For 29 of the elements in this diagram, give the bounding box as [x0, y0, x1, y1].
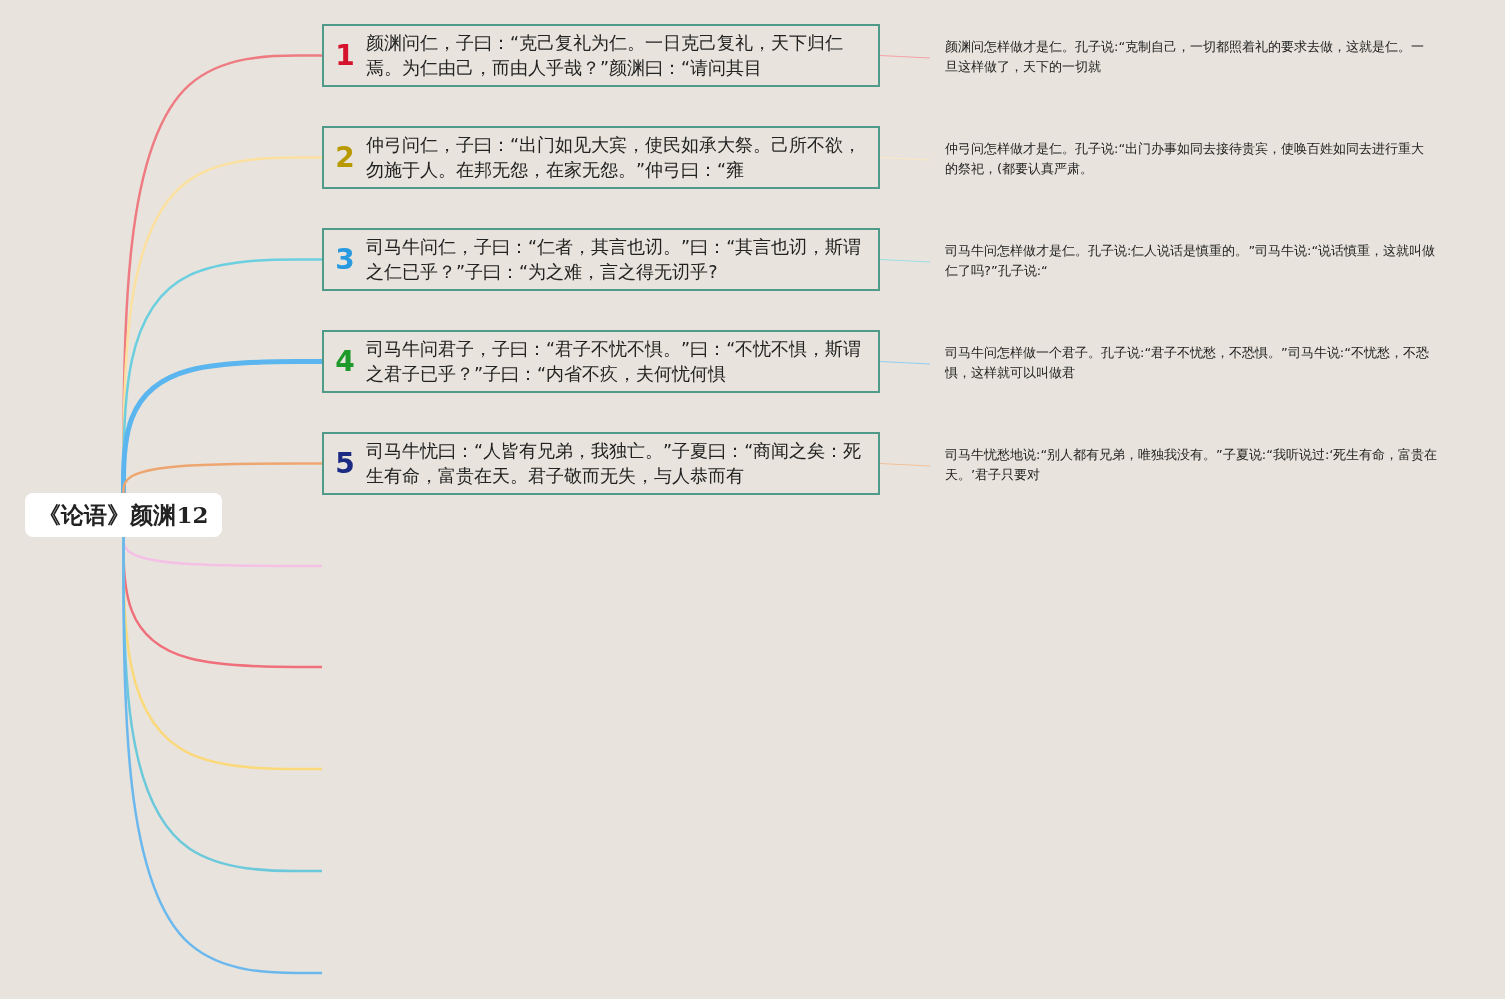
topic-number: 5 [334, 447, 356, 480]
note-text: 司马牛问怎样做一个君子。孔子说:“君子不忧愁，不恐惧。”司马牛说:“不忧愁，不恐惧，这样就可以叫做君 [945, 343, 1435, 385]
root-topic: 《论语》颜渊12 [25, 493, 222, 537]
topic-text: 仲弓问仁，子曰：“出门如见大宾，使民如承大祭。己所不欲，勿施于人。在邦无怨，在家无怨。”仲弓曰：“雍 [366, 133, 863, 182]
topic-number: 2 [334, 141, 356, 174]
topic-number: 1 [334, 39, 356, 72]
note-text: 颜渊问怎样做才是仁。孔子说:“克制自己，一切都照着礼的要求去做，这就是仁。一旦这样做了，天下的一切就 [945, 37, 1435, 79]
topic-card [322, 432, 880, 495]
branch-curve [121, 359, 322, 493]
topic-text: 颜渊问仁，子曰：“克己复礼为仁。一日克己复礼，天下归仁焉。为仁由己，而由人乎哉？”颜渊曰：“请问其目 [366, 31, 845, 80]
topic-text: 司马牛问仁，子曰：“仁者，其言也讱。”曰：“其言也讱，斯谓之仁已乎？”子曰：“为之难，言之得无讱乎? [366, 235, 863, 284]
topic-card [322, 24, 880, 87]
topic-number: 3 [334, 243, 356, 276]
branch-curve [122, 537, 322, 975]
branch-curve [122, 462, 322, 493]
connector-line [879, 462, 931, 467]
topic-card [322, 126, 880, 189]
topic-number: 4 [334, 345, 356, 378]
topic-text: 司马牛问君子，子曰：“君子不忧不惧。”曰：“不忧不惧，斯谓之君子已乎？”子曰：“内省不疚，夫何忧何惧 [366, 337, 863, 386]
topic-text: 司马牛忧曰：“人皆有兄弟，我独亡。”子夏曰：“商闻之矣：死生有命，富贵在天。君子敬而无失，与人恭而有 [366, 439, 863, 488]
connector-line [879, 54, 931, 59]
connector-line [879, 360, 931, 365]
note-text: 司马牛问怎样做才是仁。孔子说:仁人说话是慎重的。”司马牛说:“说话慎重，这就叫做仁了吗?”孔子说:“ [945, 241, 1445, 283]
topic-card [322, 330, 880, 393]
connector-line [879, 156, 931, 161]
topic-card [322, 228, 880, 291]
note-text: 仲弓问怎样做才是仁。孔子说:“出门办事如同去接待贵宾，使唤百姓如同去进行重大的祭祀，(都要认真严肃。 [945, 139, 1435, 181]
connector-line [879, 258, 931, 263]
note-text: 司马牛忧愁地说:“别人都有兄弟，唯独我没有。”子夏说:“我听说过:‘死生有命，富贵在天。’君子只要对 [945, 445, 1445, 487]
